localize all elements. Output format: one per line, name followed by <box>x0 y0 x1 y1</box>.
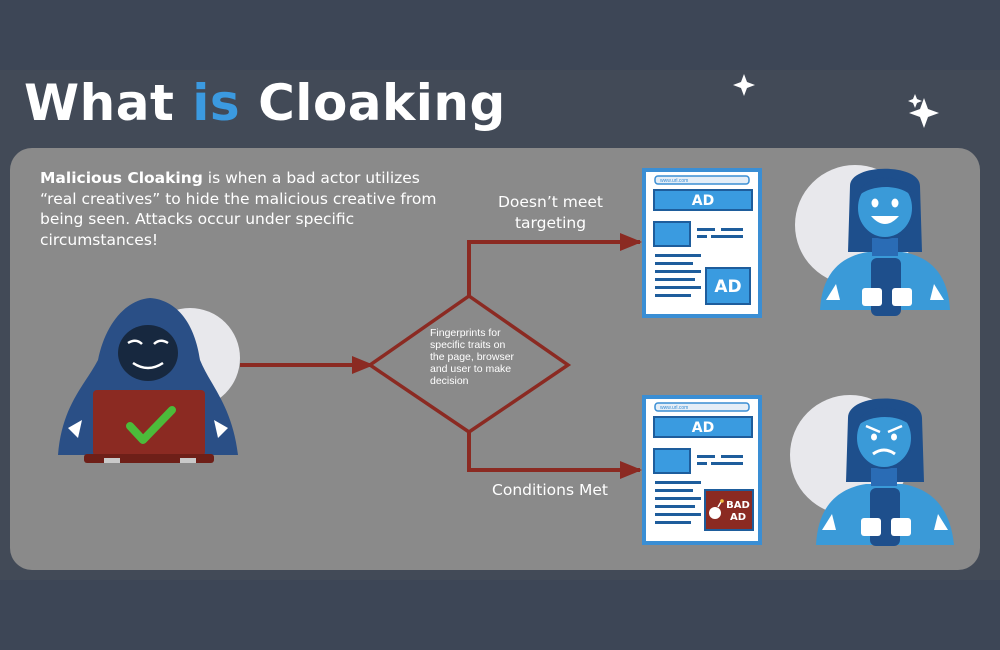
title-highlight: is <box>192 74 241 132</box>
url-text: www.url.com <box>660 405 688 411</box>
bad-ad-label: BAD <box>726 500 750 511</box>
webpage-mockup-top: www.url.com AD AD <box>642 168 762 318</box>
webpage-mockup-bottom: www.url.com AD BAD AD <box>642 395 762 545</box>
cloaking-description: Malicious Cloaking is when a bad actor u… <box>40 169 437 249</box>
page-title: What is Cloaking <box>24 74 506 132</box>
arrow-icon <box>467 233 642 296</box>
description-term: Malicious Cloaking <box>40 169 203 187</box>
happy-user-icon <box>795 165 950 316</box>
bomb-icon <box>709 499 724 519</box>
branch-label-bottom: Conditions Met <box>492 481 608 499</box>
banner-ad-label: AD <box>692 193 714 209</box>
box-ad-label: AD <box>714 277 741 297</box>
banner-ad-label: AD <box>692 420 714 436</box>
laptop-icon <box>84 390 214 463</box>
decision-text: Fingerprints for specific traits on the … <box>430 327 515 387</box>
sparkle-icon <box>733 74 755 96</box>
sparkle-icon <box>908 94 939 128</box>
branch-label-top: Doesn’t meet targeting <box>497 193 604 232</box>
bad-ad-label: AD <box>730 512 746 523</box>
url-text: www.url.com <box>660 178 688 184</box>
check-icon <box>126 406 176 444</box>
angry-user-icon <box>790 395 954 546</box>
arrow-icon <box>467 432 642 479</box>
